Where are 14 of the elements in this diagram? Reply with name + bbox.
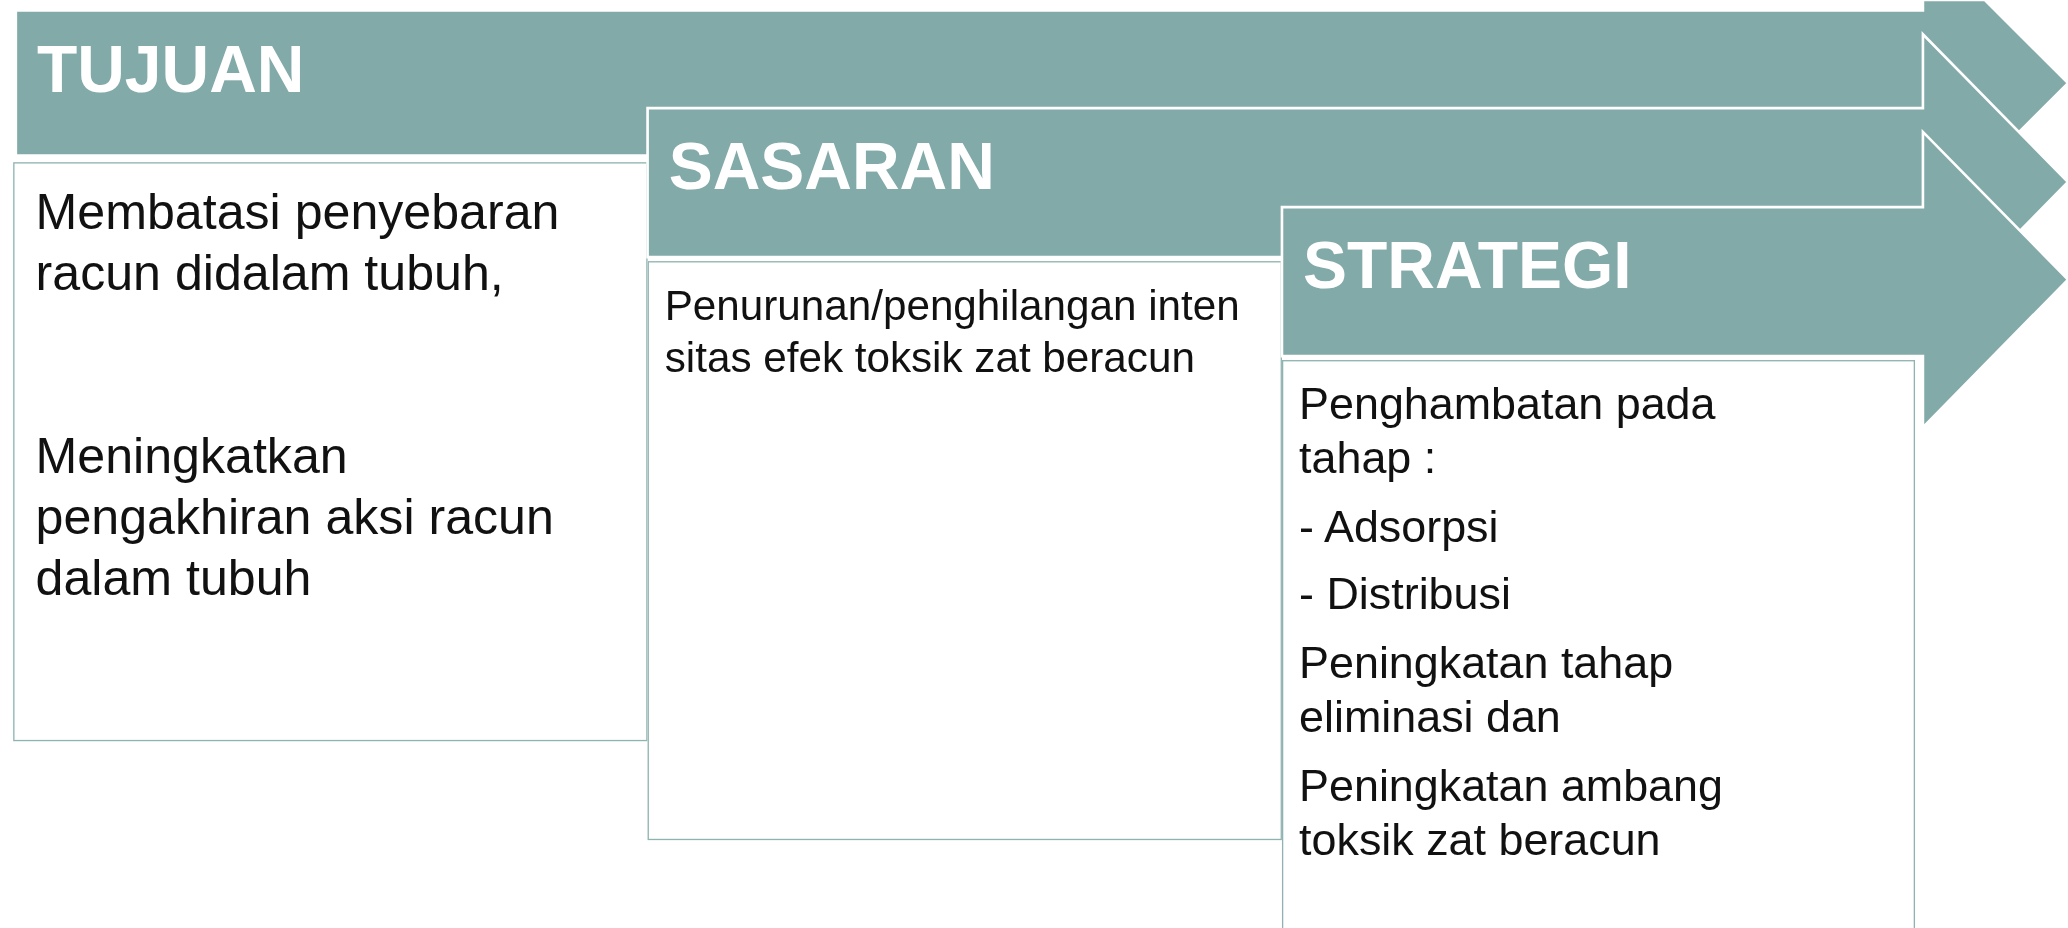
body-text: - Adsorpsi bbox=[1299, 500, 1500, 554]
text-panel bbox=[13, 162, 648, 742]
body-text: Meningkatkan pengakhiran aksi racun dalam tubuh bbox=[35, 427, 555, 608]
body-text: - Distribusi bbox=[1299, 567, 1512, 622]
body-text: Peningkatan ambang toksik zat beracun bbox=[1299, 758, 1724, 867]
body-text: Penghambatan pada tahap : bbox=[1299, 377, 1717, 486]
body-text: Penurunan/penghilangan intensitas efek toksik zat beracun bbox=[664, 281, 1241, 384]
body-text: Membatasi penyebaran racun didalam tubuh, bbox=[35, 183, 561, 304]
stage-heading: TUJUAN bbox=[36, 31, 305, 109]
body-text: Peningkatan tahap eliminasi dan bbox=[1299, 635, 1675, 744]
text-panel bbox=[1281, 360, 1915, 928]
stage-heading: STRATEGI bbox=[1303, 227, 1632, 304]
stage-heading: SASARAN bbox=[668, 128, 995, 205]
text-panel bbox=[647, 261, 1282, 841]
